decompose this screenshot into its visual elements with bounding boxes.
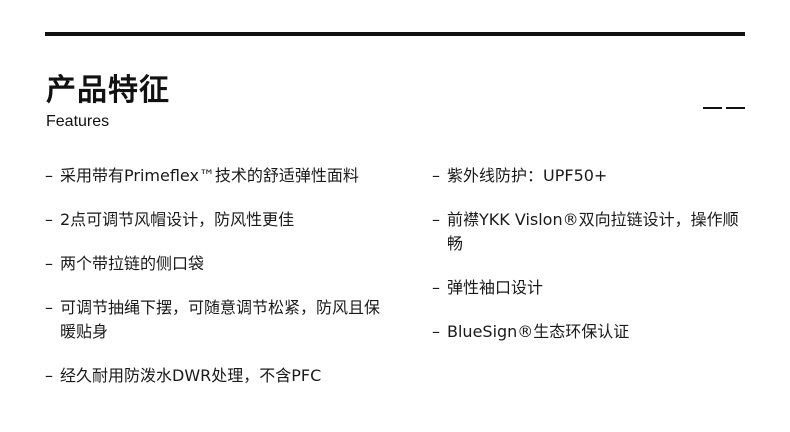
feature-item: – 采用带有Primeflex™技术的舒适弹性面料 [45, 164, 390, 188]
feature-item: – 2点可调节风帽设计，防风性更佳 [45, 208, 390, 232]
feature-item: – 弹性袖口设计 [432, 276, 752, 300]
feature-item: – 紫外线防护：UPF50+ [432, 164, 752, 188]
feature-list-right: – 紫外线防护：UPF50+ – 前襟YKK Vislon®双向拉链设计，操作顺… [432, 164, 752, 364]
bullet-dash-icon: – [45, 254, 53, 273]
feature-text: 前襟YKK Vislon®双向拉链设计，操作顺畅 [447, 210, 739, 253]
feature-item: – 两个带拉链的侧口袋 [45, 252, 390, 276]
feature-text: 紫外线防护：UPF50+ [447, 166, 608, 185]
feature-text: 可调节抽绳下摆，可随意调节松紧，防风且保暖贴身 [60, 298, 381, 341]
feature-item: – 前襟YKK Vislon®双向拉链设计，操作顺畅 [432, 208, 752, 256]
bullet-dash-icon: – [45, 298, 53, 317]
feature-text: 采用带有Primeflex™技术的舒适弹性面料 [60, 166, 359, 185]
bullet-dash-icon: – [45, 366, 53, 385]
feature-list-left: – 采用带有Primeflex™技术的舒适弹性面料 – 2点可调节风帽设计，防风… [45, 164, 390, 408]
feature-text: BlueSign®生态环保认证 [447, 322, 630, 341]
feature-text: 两个带拉链的侧口袋 [60, 254, 205, 273]
decorative-dash [726, 107, 745, 109]
feature-item: – 经久耐用防泼水DWR处理，不含PFC [45, 364, 390, 388]
bullet-dash-icon: – [45, 210, 53, 229]
feature-text: 弹性袖口设计 [447, 278, 544, 297]
feature-item: – BlueSign®生态环保认证 [432, 320, 752, 344]
section-title: 产品特征 [46, 73, 170, 108]
feature-text: 2点可调节风帽设计，防风性更佳 [60, 210, 295, 229]
top-divider [45, 32, 745, 36]
bullet-dash-icon: – [432, 322, 440, 341]
section-subtitle: Features [46, 113, 110, 130]
bullet-dash-icon: – [432, 278, 440, 297]
bullet-dash-icon: – [45, 166, 53, 185]
bullet-dash-icon: – [432, 166, 440, 185]
feature-text: 经久耐用防泼水DWR处理，不含PFC [60, 366, 322, 385]
feature-item: – 可调节抽绳下摆，可随意调节松紧，防风且保暖贴身 [45, 296, 390, 344]
decorative-dash [703, 107, 722, 109]
bullet-dash-icon: – [432, 210, 440, 229]
